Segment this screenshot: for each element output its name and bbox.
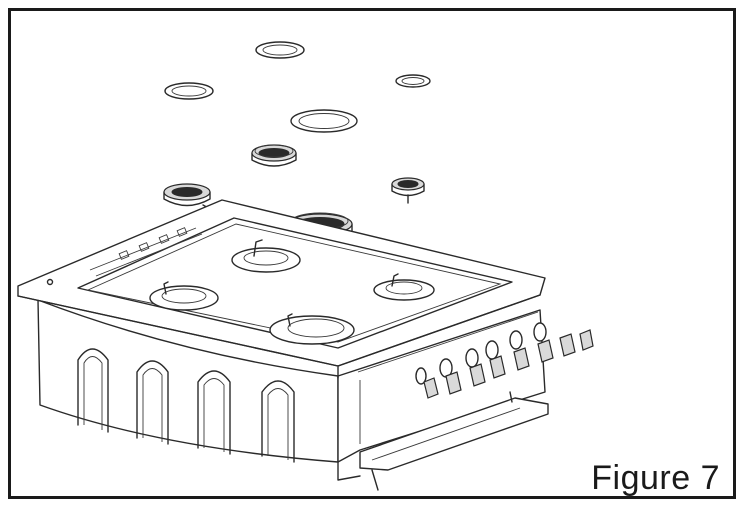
control-knob-icon [423, 329, 594, 399]
burner-cap-icon [164, 82, 214, 100]
front-bracket [359, 397, 549, 471]
burner-base-icon [269, 313, 355, 345]
burner-cap-icon [290, 109, 358, 133]
burner-base-icon [231, 239, 301, 273]
figure-caption: Figure 7 [591, 459, 720, 497]
burner-base-icon [373, 273, 435, 301]
burner-head-icon [251, 144, 297, 167]
burner-cap-icon [395, 74, 431, 88]
vent-openings [77, 348, 295, 463]
burner-head-icon [391, 177, 425, 204]
burner-base-icon [149, 281, 219, 311]
rim-emboss [46, 227, 203, 286]
burner-cap-icon [255, 41, 305, 59]
